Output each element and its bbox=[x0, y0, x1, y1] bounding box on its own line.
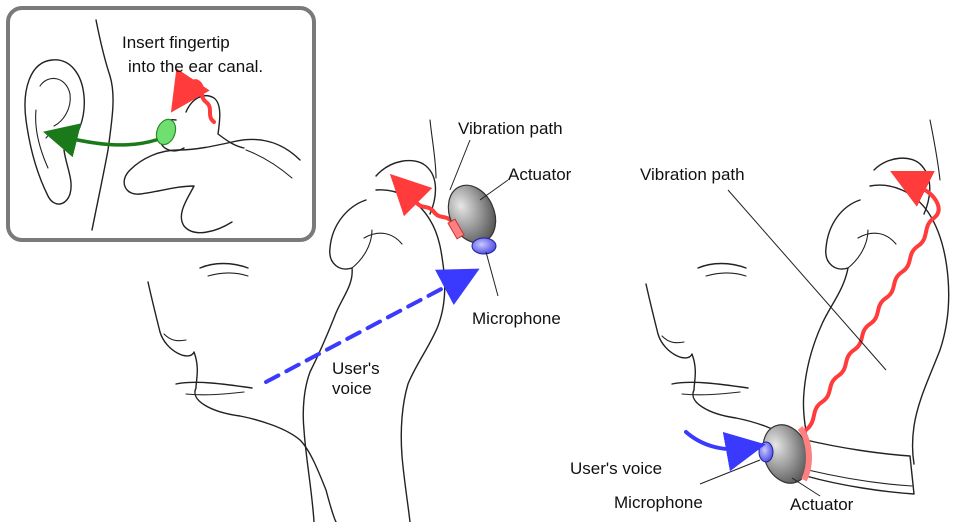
left-actuator bbox=[439, 178, 504, 251]
left-microphone-label: Microphone bbox=[472, 309, 561, 328]
right-hand-outline bbox=[803, 200, 860, 446]
right-microphone bbox=[759, 442, 773, 462]
left-actuator-label: Actuator bbox=[508, 165, 572, 184]
right-voice-arrow bbox=[686, 432, 746, 449]
right-figure: Vibration path User's voice Microphone A… bbox=[570, 120, 949, 514]
inset-panel: Insert fingertip into the ear canal. bbox=[8, 8, 314, 240]
left-voice-label-line1: User's bbox=[332, 359, 380, 378]
right-wristband bbox=[806, 440, 914, 494]
inset-caption-line1: Insert fingertip bbox=[122, 33, 230, 52]
left-microphone bbox=[472, 238, 496, 254]
right-vibration-label: Vibration path bbox=[640, 165, 745, 184]
inset-caption-line2: into the ear canal. bbox=[128, 57, 263, 76]
left-vibration-label: Vibration path bbox=[458, 119, 563, 138]
left-voice-label-line2: voice bbox=[332, 379, 372, 398]
right-actuator-label: Actuator bbox=[790, 495, 854, 514]
right-vibration-path bbox=[806, 180, 939, 430]
right-voice-label: User's voice bbox=[570, 459, 662, 478]
left-face-outline bbox=[148, 282, 336, 522]
right-microphone-label: Microphone bbox=[614, 493, 703, 512]
